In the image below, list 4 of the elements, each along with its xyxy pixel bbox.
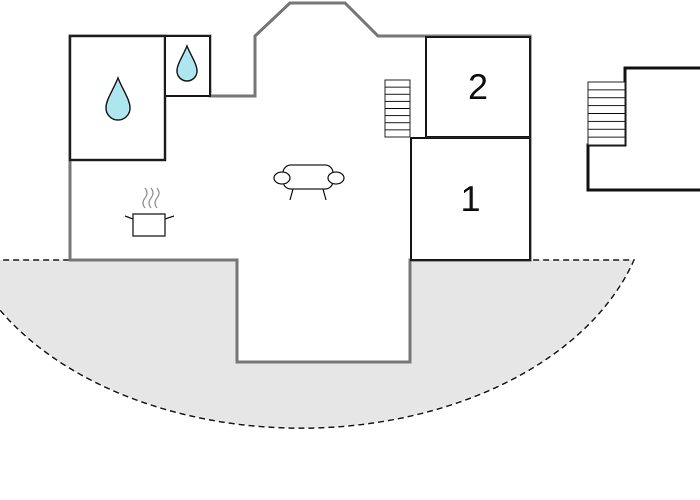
room-number: 1 [460,178,481,220]
room-number: 2 [468,66,488,108]
room [425,36,531,138]
room [410,137,531,261]
